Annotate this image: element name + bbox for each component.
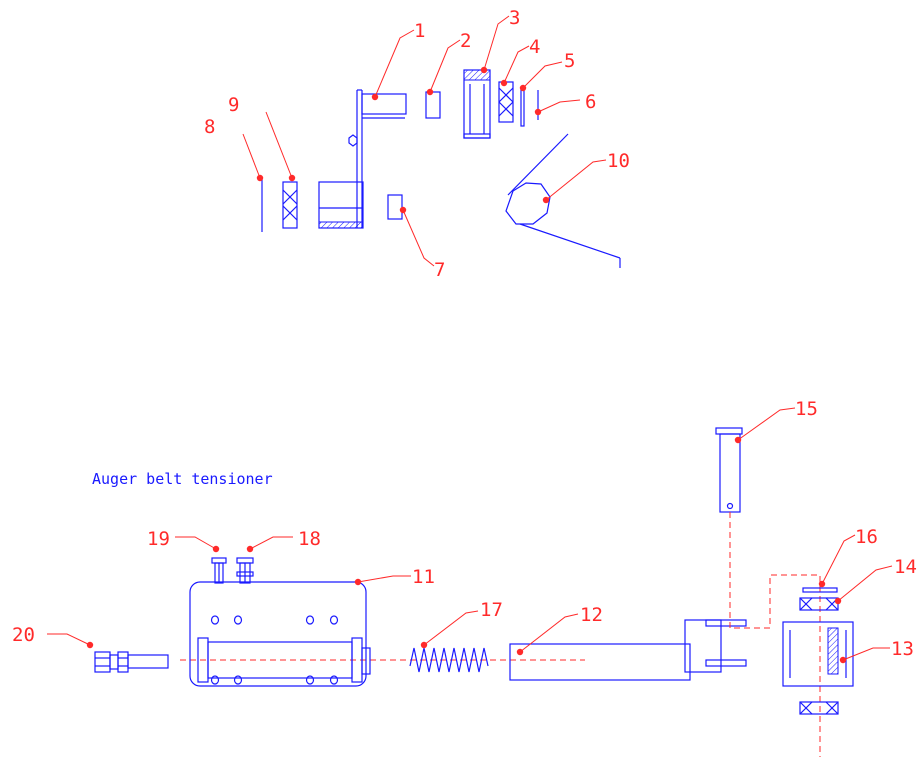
callout-3: 3 — [480, 7, 520, 74]
callout-17: 17 — [420, 599, 503, 649]
callout-2: 2 — [426, 30, 471, 96]
svg-text:2: 2 — [460, 30, 471, 52]
callout-10: 10 — [542, 150, 630, 204]
svg-text:15: 15 — [795, 398, 818, 420]
callout-4: 4 — [500, 36, 540, 87]
part-10-belt — [505, 133, 621, 268]
svg-text:17: 17 — [480, 599, 503, 621]
svg-text:12: 12 — [580, 604, 603, 626]
callout-8: 8 — [204, 116, 264, 182]
svg-text:6: 6 — [585, 91, 596, 113]
part-13-pulley — [782, 621, 854, 687]
part-2-bushing — [425, 91, 441, 119]
callout-16: 16 — [818, 526, 878, 588]
part-11-tensioner-housing — [189, 581, 371, 687]
callout-13: 13 — [839, 638, 914, 664]
svg-text:10: 10 — [607, 150, 630, 172]
callout-19: 19 — [147, 528, 220, 553]
callout-7: 7 — [399, 206, 445, 281]
svg-text:4: 4 — [529, 36, 540, 58]
callout-6: 6 — [534, 91, 596, 116]
part-7-spacer — [387, 194, 403, 220]
svg-text:16: 16 — [855, 526, 878, 548]
svg-text:1: 1 — [414, 20, 425, 42]
svg-text:7: 7 — [434, 259, 445, 281]
callout-11: 11 — [354, 566, 435, 588]
diagram-title: Auger belt tensioner — [92, 470, 273, 488]
callout-18: 18 — [246, 528, 321, 553]
svg-text:5: 5 — [564, 50, 575, 72]
callout-1: 1 — [371, 20, 425, 101]
svg-text:20: 20 — [12, 624, 35, 646]
svg-text:18: 18 — [298, 528, 321, 550]
part-4-bearing — [498, 81, 514, 123]
svg-text:11: 11 — [412, 566, 435, 588]
part-16-washer — [802, 587, 838, 593]
svg-text:14: 14 — [894, 556, 917, 578]
svg-text:13: 13 — [891, 638, 914, 660]
part-17-spring — [409, 647, 489, 673]
callout-14: 14 — [834, 556, 917, 605]
part-1-tensioner-arm — [318, 89, 407, 229]
callout-15: 15 — [734, 398, 818, 444]
callout-5: 5 — [519, 50, 575, 92]
part-19-bolt — [211, 557, 227, 584]
callout-9: 9 — [228, 94, 296, 182]
svg-text:19: 19 — [147, 528, 170, 550]
svg-text:8: 8 — [204, 116, 215, 138]
part-20-adjusting-bolt — [94, 651, 169, 673]
part-12-tensioner-shaft — [509, 619, 747, 681]
svg-text:9: 9 — [228, 94, 239, 116]
callout-20: 20 — [12, 624, 94, 649]
part-18-bolt — [236, 557, 254, 584]
svg-text:3: 3 — [509, 7, 520, 29]
callout-12: 12 — [516, 604, 603, 656]
pin-centerline — [729, 512, 821, 757]
part-9-bearing — [282, 181, 298, 229]
part-3-idler-pulley — [463, 69, 491, 139]
part-5-washer — [520, 87, 525, 127]
